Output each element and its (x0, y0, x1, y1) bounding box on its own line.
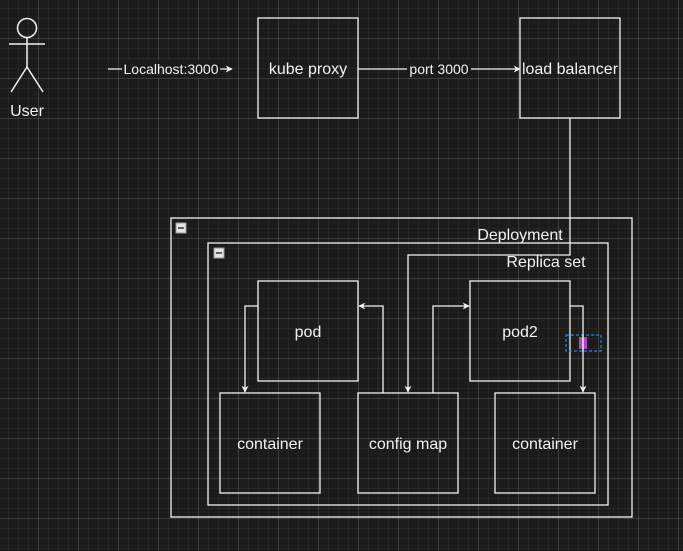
replica-set-group[interactable]: Replica set (207, 242, 609, 506)
container-right-label: container (512, 436, 578, 453)
pod2-label: pod2 (502, 324, 538, 341)
kube-proxy-label: kube proxy (269, 61, 347, 78)
replica-set-label: Replica set (506, 254, 586, 271)
edge-pod-to-container-left[interactable] (241, 305, 258, 393)
edge-configmap-to-pod[interactable] (358, 302, 384, 393)
config-map-label: config map (369, 436, 447, 453)
edge-label-localhost: Localhost:3000 (124, 61, 219, 77)
edge-pod2-to-container-right[interactable] (570, 305, 587, 393)
config-map-node[interactable]: config map (357, 392, 459, 494)
pod-label: pod (295, 324, 322, 341)
load-balancer-node[interactable]: load balancer (519, 17, 621, 119)
edge-lb-to-configmap[interactable] (404, 118, 571, 393)
container-right-node[interactable]: container (494, 392, 596, 494)
edge-configmap-to-pod2[interactable] (432, 302, 470, 393)
deployment-label: Deployment (477, 227, 563, 244)
collapse-replica-set-icon[interactable] (213, 247, 225, 259)
pod-node[interactable]: pod (257, 280, 359, 382)
pod2-node[interactable]: pod2 (469, 280, 571, 382)
collapse-deployment-icon[interactable] (175, 222, 187, 234)
container-left-node[interactable]: container (219, 392, 321, 494)
container-left-label: container (237, 436, 303, 453)
load-balancer-label: load balancer (522, 61, 619, 78)
kube-proxy-node[interactable]: kube proxy (257, 17, 359, 119)
edge-proxy-to-lb[interactable]: port 3000 (358, 60, 521, 78)
deployment-group[interactable]: Deployment (170, 217, 633, 518)
edge-user-to-proxy[interactable]: Localhost:3000 (108, 60, 233, 78)
edge-label-port: port 3000 (409, 61, 468, 77)
edge-selection-handle[interactable] (565, 334, 602, 352)
user-label: User (10, 103, 44, 120)
person-icon (9, 17, 45, 93)
user-actor[interactable]: User (9, 17, 45, 121)
